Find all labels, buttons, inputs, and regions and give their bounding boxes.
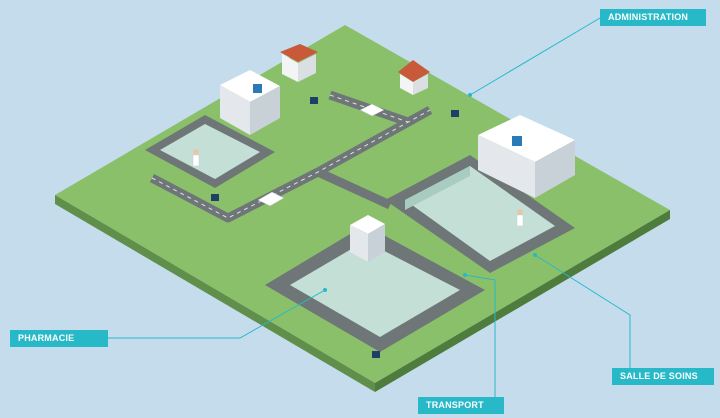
hospital-building-left [220,70,280,135]
ground-platform [55,25,670,392]
pharmacy-robot [350,215,385,262]
house-left [280,44,318,82]
callout-salle-de-soins: SALLE DE SOINS [612,368,714,385]
ambulance-icon [359,103,385,117]
callout-leaders [108,17,631,400]
hospital-cross-icon [310,97,318,104]
callout-endpoints [323,93,537,292]
doctor-icon [192,149,200,167]
callout-pharmacie: PHARMACIE [10,330,108,347]
hospital-cross-icon [211,194,219,201]
hospital-cross-icon [451,110,459,117]
doctor-icon [516,209,524,227]
ambulance-icon [257,191,285,207]
callout-transport: TRANSPORT [418,397,504,414]
care-room-area [385,155,575,273]
callout-administration: ADMINISTRATION [600,9,706,26]
satellite-pharmacy-area [145,115,275,188]
hospital-cross-icon [372,351,380,358]
pharmacy-area [265,225,485,352]
hospital-building-right [478,115,575,198]
house-right [398,60,430,95]
